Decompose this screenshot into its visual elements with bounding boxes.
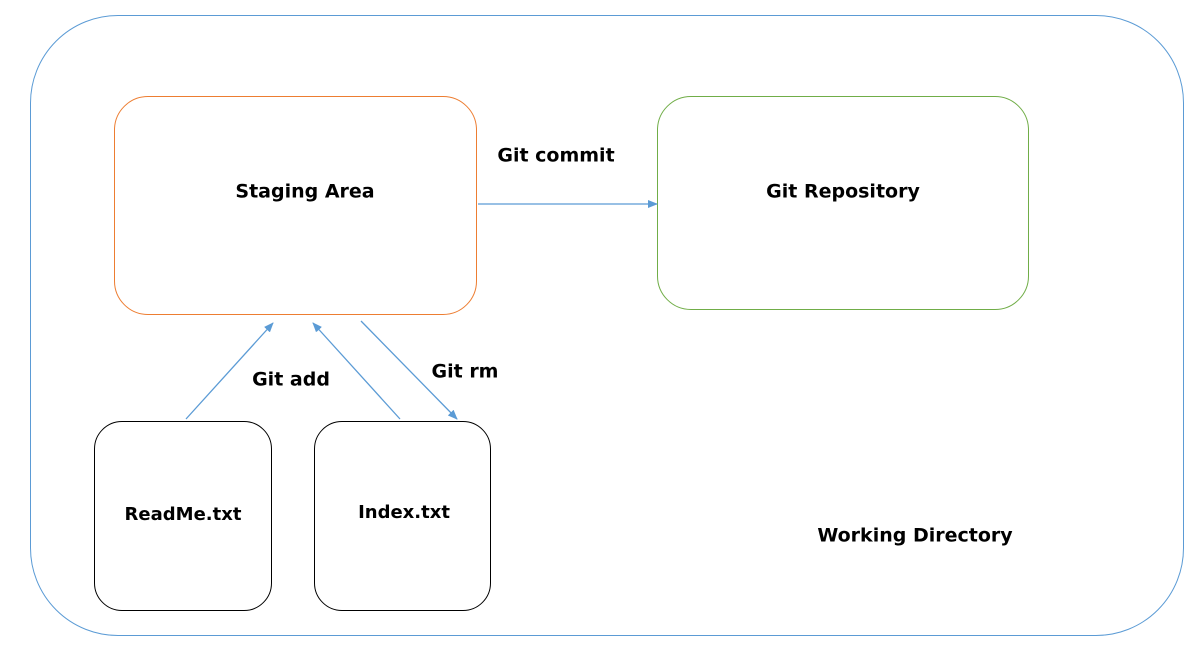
git-repository-box [657,96,1029,310]
readme-file-label: ReadMe.txt [124,504,242,525]
git-rm-label: Git rm [431,360,499,383]
staging-area-label: Staging Area [235,180,375,203]
git-repository-label: Git Repository [766,180,920,203]
index-file-label: Index.txt [358,502,450,523]
git-add-label: Git add [252,368,330,391]
git-commit-label: Git commit [497,144,615,167]
working-directory-box [30,15,1184,636]
readme-file-box [94,421,272,611]
index-file-box [314,421,491,611]
staging-area-box [114,96,477,315]
working-directory-label: Working Directory [817,524,1013,547]
